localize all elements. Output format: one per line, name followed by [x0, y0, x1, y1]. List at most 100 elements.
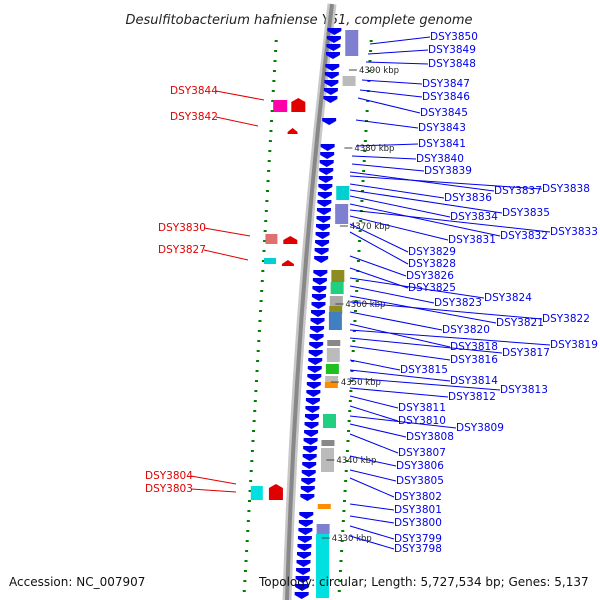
minus-strand-tick — [363, 140, 367, 142]
minus-strand-gene — [310, 326, 325, 333]
right-gene-label: DSY3837 — [494, 185, 542, 197]
plus-strand-tick — [264, 220, 268, 222]
minus-strand-gene-block — [329, 306, 343, 314]
right-gene-label: DSY3831 — [448, 234, 496, 246]
right-gene-label: DSY3839 — [424, 165, 472, 177]
plus-strand-gene — [268, 484, 283, 500]
plus-strand-tick — [264, 210, 268, 212]
plus-strand-tick — [267, 170, 271, 172]
minus-strand-gene — [309, 334, 324, 341]
minus-strand-gene-block — [329, 296, 343, 306]
minus-strand-tick — [349, 390, 353, 392]
minus-strand-gene — [306, 390, 321, 397]
minus-strand-tick — [355, 280, 359, 282]
genome-axis — [282, 3, 337, 600]
minus-strand-gene — [298, 520, 313, 527]
right-label-leader — [349, 255, 407, 277]
right-gene-label: DSY3799 — [394, 533, 442, 545]
plus-strand-tick — [243, 570, 247, 572]
minus-strand-tick — [352, 330, 356, 332]
minus-strand-tick — [359, 220, 363, 222]
left-gene-label: DSY3842 — [170, 111, 218, 123]
left-label-leader — [215, 116, 259, 127]
plus-strand-tick — [271, 90, 275, 92]
minus-strand-gene-block — [317, 504, 331, 509]
plus-strand-tick — [270, 110, 274, 112]
right-label-leader — [357, 97, 421, 114]
right-gene-label: DSY3813 — [500, 384, 548, 396]
minus-strand-gene — [315, 240, 330, 247]
plus-strand-tick — [272, 80, 276, 82]
minus-strand-gene — [320, 144, 335, 151]
right-label-leader — [349, 285, 435, 304]
right-gene-label: DSY3801 — [394, 504, 442, 516]
minus-strand-tick — [351, 350, 355, 352]
minus-strand-gene-block — [327, 340, 341, 346]
plus-strand-tick — [268, 140, 272, 142]
right-gene-label: DSY3798 — [394, 543, 442, 555]
right-gene-label: DSY3806 — [396, 460, 444, 472]
plus-strand-tick — [260, 290, 264, 292]
minus-strand-gene — [314, 256, 329, 263]
minus-strand-gene — [320, 152, 335, 159]
right-label-leader — [349, 231, 409, 265]
scale-mark-label: 4350 kbp — [341, 378, 381, 388]
minus-strand-tick — [369, 50, 373, 52]
plus-strand-tick — [253, 400, 257, 402]
minus-strand-gene — [300, 494, 315, 501]
right-label-leader — [349, 295, 497, 324]
minus-strand-gene-block — [316, 534, 330, 598]
plus-strand-tick — [266, 180, 270, 182]
minus-strand-gene — [297, 536, 312, 543]
minus-strand-gene — [311, 302, 326, 309]
minus-strand-tick — [344, 480, 348, 482]
minus-strand-gene — [302, 454, 317, 461]
left-label-leader — [203, 249, 249, 261]
minus-strand-gene-block — [342, 76, 356, 86]
scale-mark-label: 4340 kbp — [336, 456, 376, 466]
plus-strand-tick — [262, 250, 266, 252]
right-label-leader — [349, 345, 451, 361]
minus-strand-tick — [365, 110, 369, 112]
minus-strand-tick — [345, 450, 349, 452]
minus-strand-tick — [357, 250, 361, 252]
plus-strand-tick — [260, 280, 264, 282]
minus-strand-gene — [315, 232, 330, 239]
minus-strand-gene — [298, 528, 313, 535]
plus-strand-tick — [257, 340, 261, 342]
minus-strand-gene-block — [321, 440, 335, 446]
minus-strand-gene — [319, 168, 334, 175]
plus-strand-tick — [242, 590, 246, 592]
right-gene-label: DSY3835 — [502, 207, 550, 219]
right-gene-label: DSY3850 — [430, 31, 478, 43]
right-gene-label: DSY3832 — [500, 230, 548, 242]
minus-strand-gene — [303, 438, 318, 445]
minus-strand-tick — [349, 380, 353, 382]
minus-strand-gene — [308, 358, 323, 365]
right-label-leader — [349, 301, 543, 320]
left-gene-label: DSY3804 — [145, 470, 193, 482]
plus-strand-tick — [246, 520, 250, 522]
minus-strand-gene — [311, 294, 326, 301]
right-gene-label: DSY3848 — [428, 58, 476, 70]
right-label-leader — [367, 49, 429, 55]
minus-strand-gene-block — [325, 376, 339, 384]
left-gene-label: DSY3803 — [145, 483, 193, 495]
plus-strand-tick — [257, 330, 261, 332]
minus-strand-tick — [367, 80, 371, 82]
right-gene-label: DSY3825 — [408, 282, 456, 294]
minus-strand-gene — [316, 208, 331, 215]
plus-strand-tick — [258, 320, 262, 322]
minus-strand-gene — [306, 382, 321, 389]
minus-strand-tick — [354, 300, 358, 302]
plus-strand-tick — [249, 470, 253, 472]
minus-strand-tick — [338, 580, 342, 582]
plus-strand-tick — [271, 100, 275, 102]
minus-strand-tick — [354, 310, 358, 312]
right-gene-label: DSY3834 — [450, 211, 498, 223]
minus-strand-gene — [304, 422, 319, 429]
right-gene-label: DSY3812 — [448, 391, 496, 403]
plus-strand-gene-block — [250, 486, 263, 500]
right-gene-label: DSY3836 — [444, 192, 492, 204]
minus-strand-gene-block — [331, 270, 345, 282]
